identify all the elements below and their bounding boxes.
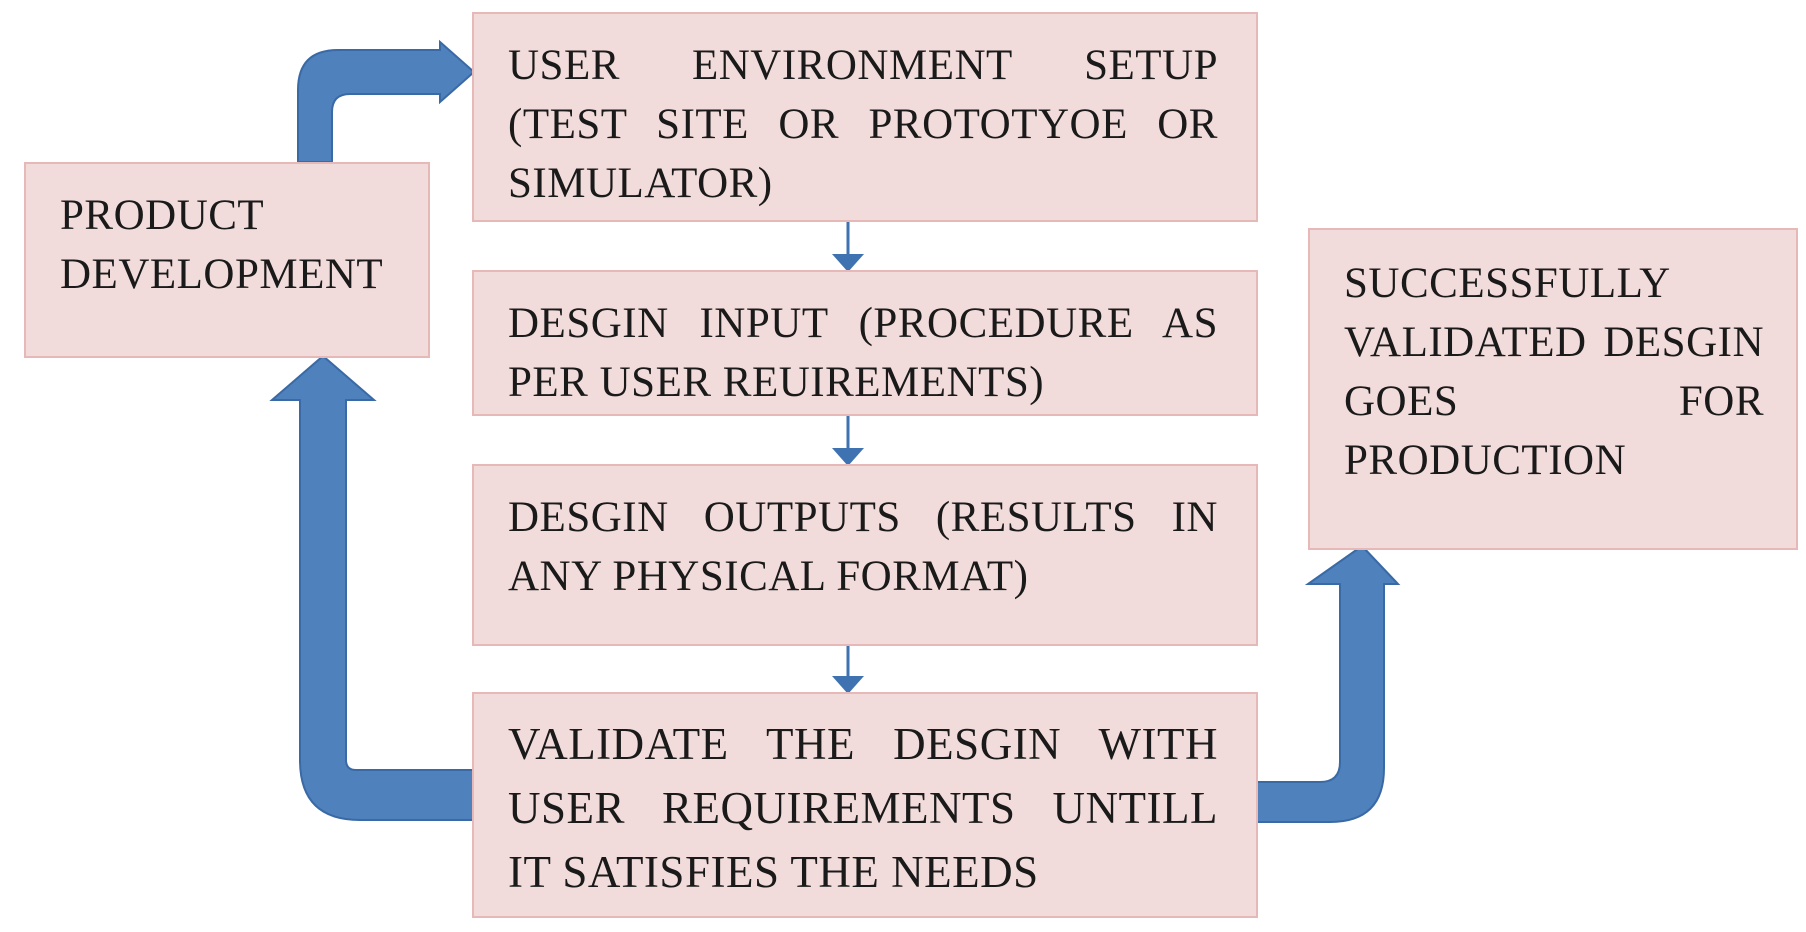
design-input-box: DESGIN INPUT (PROCEDURE AS PER USER REUI…: [472, 270, 1258, 416]
down-arrow-3: [832, 646, 864, 694]
successfully-validated-box: SUCCESSFULLY VALIDATED DESGIN GOES FOR P…: [1308, 228, 1798, 550]
to-success-arrow: [1255, 544, 1401, 823]
validate-design-box: VALIDATE THE DESGIN WITH USER REQUIREMEN…: [472, 692, 1258, 918]
successfully-validated-label: SUCCESSFULLY VALIDATED DESGIN GOES FOR P…: [1344, 260, 1764, 484]
design-outputs-box: DESGIN OUTPUTS (RESULTS IN ANY PHYSICAL …: [472, 464, 1258, 646]
user-environment-setup-label: USER ENVIRONMENT SETUP (TEST SITE OR PRO…: [508, 42, 1218, 207]
down-arrow-1: [832, 222, 864, 272]
user-environment-setup-box: USER ENVIRONMENT SETUP (TEST SITE OR PRO…: [472, 12, 1258, 222]
down-arrow-2: [832, 416, 864, 466]
to-user-env-arrow: [297, 39, 476, 163]
design-input-label: DESGIN INPUT (PROCEDURE AS PER USER REUI…: [508, 300, 1218, 406]
design-outputs-label: DESGIN OUTPUTS (RESULTS IN ANY PHYSICAL …: [508, 494, 1218, 600]
loop-back-arrow: [269, 354, 475, 821]
validate-design-label: VALIDATE THE DESGIN WITH USER REQUIREMEN…: [508, 719, 1218, 897]
product-development-label: PRODUCT DEVELOPMENT: [60, 192, 384, 298]
product-development-box: PRODUCT DEVELOPMENT: [24, 162, 430, 358]
